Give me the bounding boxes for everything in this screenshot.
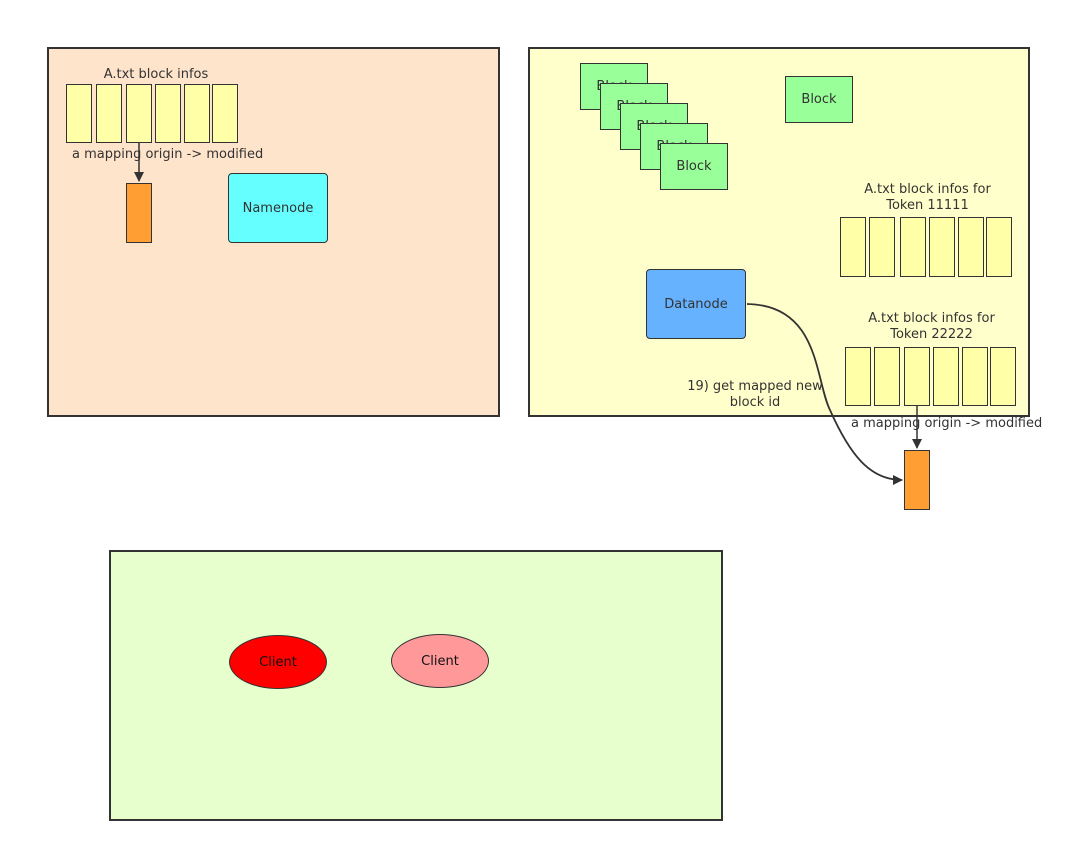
token1-slot-4 xyxy=(929,217,955,277)
namenode-block-slot-5 xyxy=(184,84,210,143)
datanode-mapped-block xyxy=(904,450,930,510)
token2-slot-3 xyxy=(904,347,930,406)
edge-label-line2: block id xyxy=(729,395,781,410)
token1-slot-6 xyxy=(986,217,1012,277)
token1-slot-3 xyxy=(900,217,926,277)
edge-label-line1: 19) get mapped new xyxy=(687,379,823,394)
namenode-mapping-label: a mapping origin -> modified xyxy=(72,147,264,162)
namenode-block-slot-2 xyxy=(96,84,122,143)
namenode-block-slot-1 xyxy=(66,84,92,143)
namenode-node: Namenode xyxy=(228,173,328,243)
token1-slot-1 xyxy=(840,217,866,277)
token2-label-line1: A.txt block infos for xyxy=(868,311,995,326)
datanode-node: Datanode xyxy=(646,269,746,339)
token2-label-line2: Token 22222 xyxy=(890,327,973,342)
single-block: Block xyxy=(785,76,853,123)
token2-slot-6 xyxy=(990,347,1016,406)
stacked-block-5: Block xyxy=(660,143,728,190)
namenode-mapped-block xyxy=(126,183,152,243)
token1-label-line1: A.txt block infos for xyxy=(864,182,991,197)
client-inactive: Client xyxy=(391,634,489,688)
client-panel xyxy=(109,550,723,821)
token1-label-line2: Token 11111 xyxy=(886,198,969,213)
token1-slot-5 xyxy=(958,217,984,277)
namenode-block-slot-6 xyxy=(212,84,238,143)
namenode-block-slot-4 xyxy=(155,84,181,143)
token2-slot-4 xyxy=(933,347,959,406)
namenode-block-infos-label: A.txt block infos xyxy=(103,67,209,82)
token1-slot-2 xyxy=(869,217,895,277)
namenode-block-slot-3 xyxy=(126,84,152,143)
token2-slot-1 xyxy=(845,347,871,406)
client-active: Client xyxy=(229,635,327,689)
datanode-mapping-label: a mapping origin -> modified xyxy=(851,416,1043,431)
token2-slot-2 xyxy=(874,347,900,406)
token2-slot-5 xyxy=(962,347,988,406)
